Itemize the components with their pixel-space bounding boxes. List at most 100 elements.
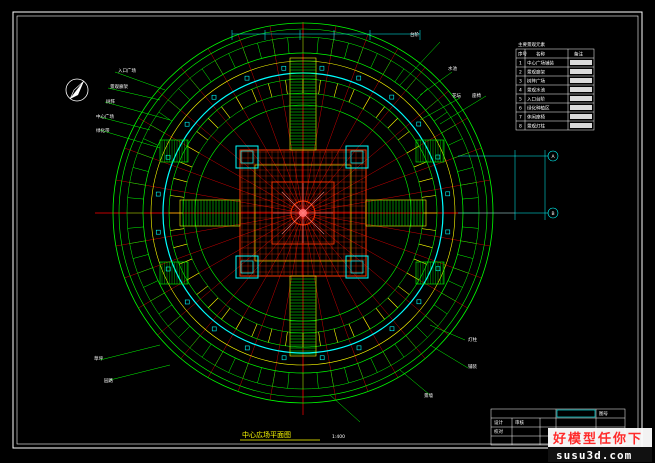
legend-note-swatch	[570, 105, 592, 110]
radial-axis	[302, 212, 468, 309]
ring-segment	[433, 111, 448, 122]
callout-11: 铺装	[468, 363, 477, 370]
legend-name: 入口台阶	[527, 96, 545, 103]
radial-axis	[302, 147, 482, 214]
ring-segment	[287, 37, 290, 54]
ring-pillar	[281, 355, 287, 361]
callout-leaders	[99, 41, 487, 423]
ring-segment	[460, 182, 477, 186]
star-line	[281, 191, 304, 214]
corner-pillar-inner	[350, 150, 364, 164]
legend-border	[515, 48, 595, 131]
ring-segment	[285, 331, 288, 346]
ring-segment	[127, 226, 144, 229]
legend-header-cell: 名称	[536, 51, 545, 58]
radial-axis	[138, 212, 304, 309]
ring-segment	[189, 335, 201, 348]
ring-segment	[375, 308, 385, 320]
ring-pillar	[211, 326, 217, 332]
ring-segment	[214, 60, 224, 75]
ring-segment	[251, 323, 258, 337]
ring-segment	[272, 370, 276, 387]
radial-axis	[237, 34, 304, 214]
ring-segment	[457, 167, 474, 172]
ring-segment	[285, 80, 288, 95]
corner-pillar	[345, 255, 369, 279]
corner-pillar-inner	[240, 150, 254, 164]
ring-segment	[186, 272, 200, 281]
corner-pillars	[235, 145, 369, 279]
side-pad	[159, 261, 189, 285]
ring-segment	[201, 343, 212, 358]
circular-plaza-plan	[95, 22, 515, 415]
callout-2: 景观廊架	[110, 83, 128, 90]
callout-1: 入口广场	[118, 67, 136, 74]
ring-segment	[235, 96, 244, 110]
ring-segment	[173, 178, 188, 183]
ring-segment	[214, 351, 224, 366]
ring-segment	[228, 357, 236, 373]
legend-no: 6	[519, 106, 522, 112]
legend-note-swatch	[570, 87, 592, 92]
ring-segment	[158, 304, 173, 315]
legend-no: 7	[519, 115, 522, 121]
legend-name: 中心广场铺装	[527, 60, 554, 67]
radial-axis	[207, 212, 304, 378]
legend-no: 2	[519, 70, 522, 76]
plaza-inner	[254, 164, 352, 262]
ring-segment	[242, 363, 249, 379]
ring-segment	[357, 363, 364, 379]
ring-segment	[178, 88, 191, 101]
ring-pillar	[319, 355, 325, 361]
outer-frame	[12, 11, 643, 449]
ring-segment	[348, 89, 355, 103]
ring-pillar	[389, 326, 395, 332]
ring-segment	[425, 99, 438, 111]
ring-pillar	[244, 75, 250, 81]
ring-segment	[370, 357, 378, 373]
ring-segment	[178, 325, 191, 338]
callout-14: 园路	[104, 377, 113, 384]
ring-segment	[221, 308, 231, 320]
ring-segment	[362, 316, 371, 330]
ring-segment	[127, 197, 144, 200]
side-pad	[159, 139, 189, 163]
ring-pillar	[416, 299, 422, 305]
ring-segment	[228, 53, 236, 69]
ring-segment	[387, 118, 398, 129]
ring-segment	[129, 240, 146, 244]
legend-note-swatch	[570, 60, 592, 65]
corner-pillar	[235, 145, 259, 169]
ring-pillar	[155, 191, 161, 197]
plan-scale: 1:400	[332, 434, 345, 440]
stair-block	[289, 57, 317, 151]
ring-segment	[137, 267, 153, 274]
ring-segment	[362, 96, 371, 110]
ring-pillar	[281, 65, 287, 71]
callout-3: 树阵	[106, 98, 115, 105]
ring-pillar	[155, 229, 161, 235]
radial-axis	[302, 212, 399, 378]
ring-segment	[405, 78, 417, 91]
radial-axis	[302, 212, 426, 359]
ring-segment	[316, 372, 319, 389]
ring-segment	[433, 304, 448, 315]
radial-axis	[302, 48, 399, 214]
ring-segment	[398, 131, 410, 141]
plan-title-block: 中心広场平面图 1:400	[240, 430, 345, 441]
grid-axes-right	[458, 150, 548, 220]
corner-pillar	[345, 145, 369, 169]
side-pad	[415, 139, 445, 163]
ring-segment	[196, 131, 208, 141]
legend-note-swatch	[570, 69, 592, 74]
ring-segment	[268, 83, 273, 98]
callout-9: 座椅	[472, 92, 481, 99]
ring-segment	[425, 315, 438, 327]
radial-axis	[302, 212, 449, 336]
ring-segment	[418, 243, 433, 248]
legend-title: 主要景观元素	[518, 41, 545, 48]
ring-segment	[257, 42, 262, 59]
ring-segment	[460, 240, 477, 244]
ring-segment	[272, 39, 276, 56]
ring-segment	[318, 331, 321, 346]
